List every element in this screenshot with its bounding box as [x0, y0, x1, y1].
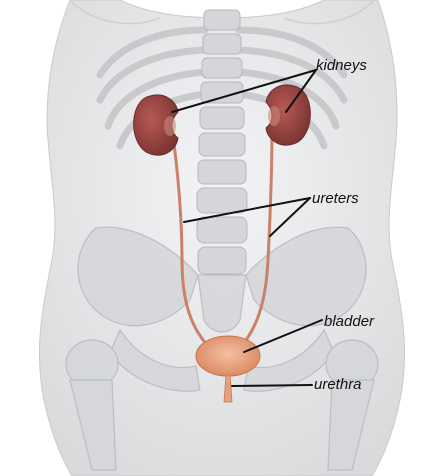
ureters-label: ureters — [312, 190, 359, 207]
kidneys-label: kidneys — [316, 57, 367, 74]
kidney-left — [134, 95, 178, 155]
urethra-leader — [232, 385, 312, 386]
urethra-label: urethra — [314, 376, 362, 393]
kidney-right — [266, 85, 310, 145]
spine — [197, 10, 247, 274]
bladder-label: bladder — [324, 313, 375, 330]
bladder-organ — [196, 336, 260, 376]
